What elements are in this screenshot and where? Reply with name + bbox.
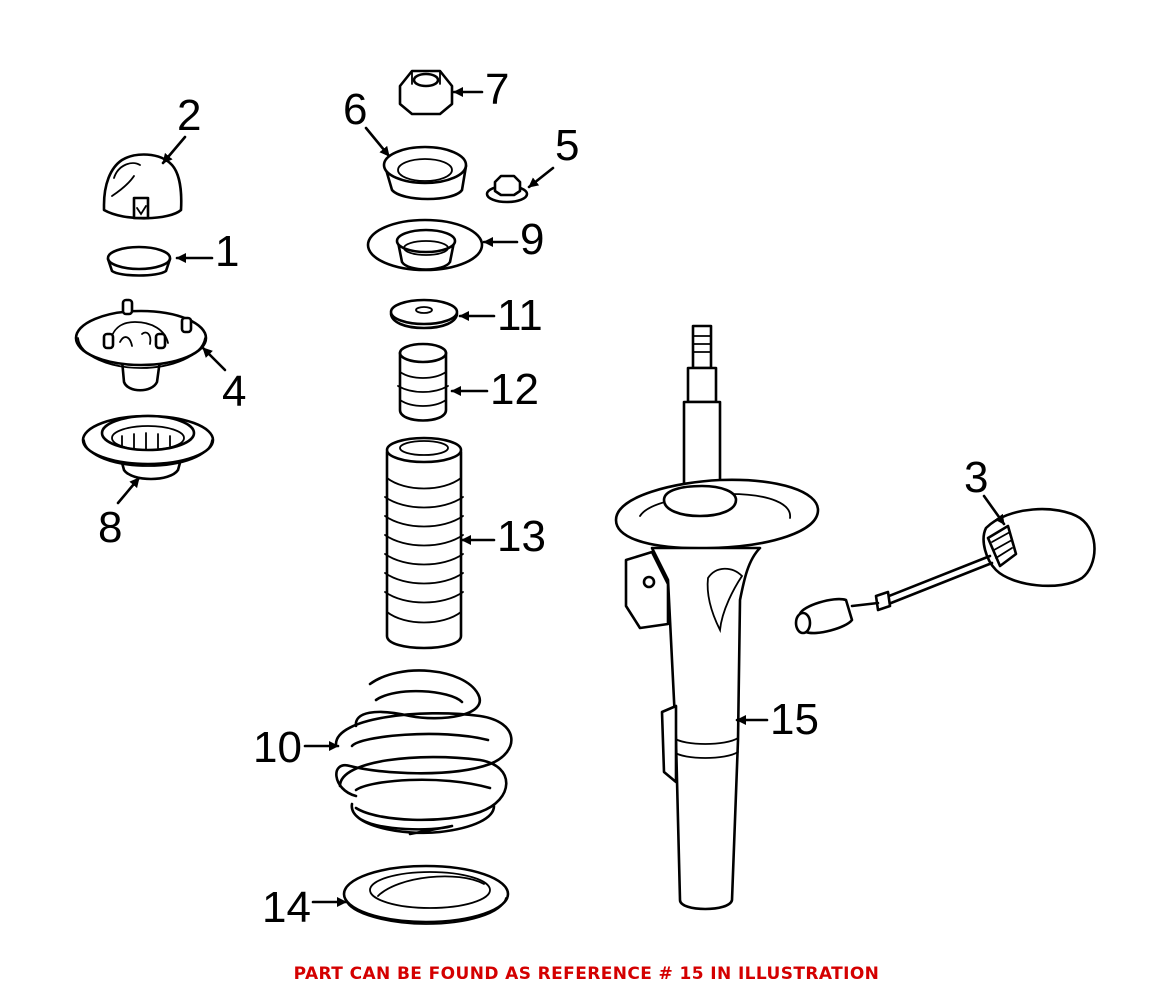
callout-11: 11: [458, 291, 543, 340]
callout-13-label: 13: [497, 512, 546, 561]
part-3-wear-sensor: [794, 507, 1096, 635]
part-14-spring-pad: [342, 864, 510, 925]
callout-15-label: 15: [770, 695, 819, 744]
callout-10: 10: [253, 723, 340, 772]
callout-4-label: 4: [222, 367, 246, 416]
callout-8-arrow: [116, 476, 141, 505]
callout-7-label: 7: [485, 65, 509, 114]
callout-9-label: 9: [520, 215, 544, 264]
callout-10-label: 10: [253, 723, 302, 772]
part-10-coil-spring: [334, 669, 513, 836]
callout-14: 14: [262, 883, 348, 932]
part-8-bearing: [81, 414, 215, 481]
exploded-view-illustration: 2 1 4 8: [74, 65, 1096, 932]
callout-3-label: 3: [964, 453, 988, 502]
part-2-strut-cap: [102, 153, 183, 220]
callout-4-arrow: [201, 346, 227, 372]
callout-5-label: 5: [555, 121, 579, 170]
callout-6-arrow: [364, 126, 391, 158]
callout-6-label: 6: [343, 85, 367, 134]
callout-11-label: 11: [497, 291, 543, 340]
callout-13: 13: [460, 512, 546, 561]
callout-8-label: 8: [98, 503, 122, 552]
part-15-strut-assembly: [614, 324, 820, 911]
reference-note: PART CAN BE FOUND AS REFERENCE # 15 IN I…: [293, 964, 880, 984]
callout-12-label: 12: [490, 365, 539, 414]
callout-5-arrow: [527, 166, 555, 189]
part-9-spring-seat: [366, 218, 484, 272]
part-1-plug: [106, 245, 172, 277]
part-4-strut-mount: [74, 298, 208, 392]
callout-2-label: 2: [177, 91, 201, 140]
callout-9: 9: [482, 215, 544, 264]
part-6-washer: [382, 145, 468, 201]
part-5-flange-nut: [485, 174, 529, 204]
callout-3: 3: [964, 453, 1006, 526]
callout-15: 15: [735, 695, 819, 744]
callout-7: 7: [452, 65, 509, 114]
part-7-nut: [398, 69, 454, 116]
part-13-dust-boot: [384, 436, 464, 650]
callout-4: 4: [201, 346, 246, 416]
callout-8: 8: [98, 476, 141, 552]
callout-3-arrow: [982, 494, 1006, 526]
callout-1: 1: [175, 227, 239, 276]
callout-12: 12: [450, 365, 539, 414]
callout-5: 5: [527, 121, 579, 189]
callout-14-label: 14: [262, 883, 311, 932]
part-12-bump-stop: [397, 342, 449, 422]
callout-1-label: 1: [215, 227, 239, 276]
part-11-washer: [389, 298, 459, 330]
callout-2: 2: [161, 91, 201, 165]
callout-2-arrow: [161, 135, 187, 165]
callout-6: 6: [343, 85, 391, 158]
